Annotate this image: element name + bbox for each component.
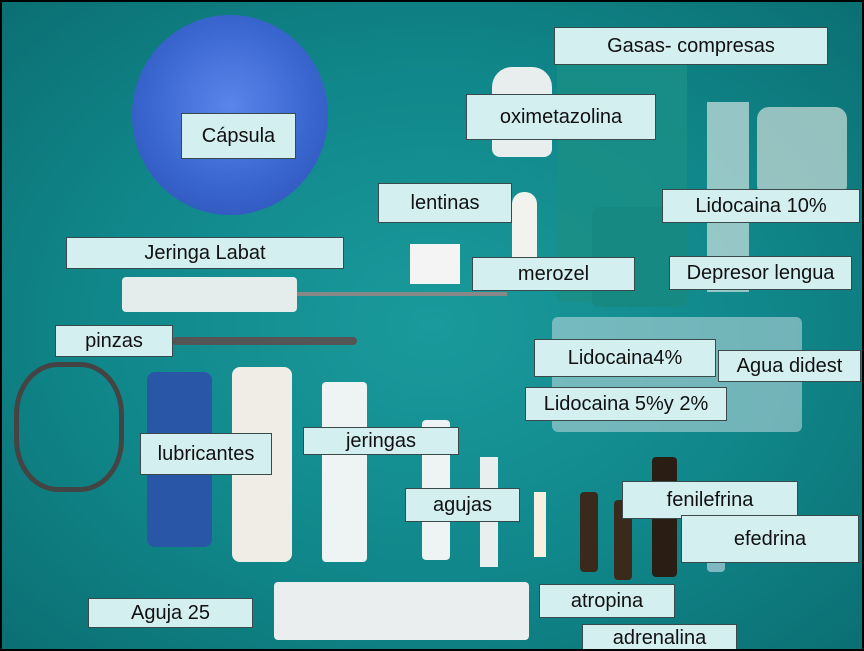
- scissors-image: [14, 362, 124, 492]
- label-lidocaina-5-2: Lidocaina 5%y 2%: [525, 387, 727, 421]
- needle-25-package-image: [274, 582, 529, 640]
- label-adrenalina: adrenalina: [582, 624, 737, 649]
- label-agujas: agujas: [405, 488, 520, 522]
- forceps-image: [172, 337, 357, 345]
- label-agua-didest: Agua didest: [718, 350, 861, 382]
- label-lentinas: lentinas: [378, 183, 512, 223]
- label-jeringa-labat: Jeringa Labat: [66, 237, 344, 269]
- label-aguja-25: Aguja 25: [88, 598, 253, 628]
- syringe-labat-image: [122, 277, 297, 312]
- spray-bottle-image: [757, 107, 847, 197]
- label-fenilefrina: fenilefrina: [622, 481, 798, 519]
- label-pinzas: pinzas: [55, 325, 173, 357]
- label-jeringas: jeringas: [303, 427, 459, 455]
- syringe-image: [322, 382, 367, 562]
- label-atropina: atropina: [539, 584, 675, 618]
- label-lidocaina-10: Lidocaina 10%: [662, 189, 860, 223]
- needle-labat-image: [297, 292, 507, 296]
- needle-image: [534, 492, 546, 557]
- label-oximetazolina: oximetazolina: [466, 94, 656, 140]
- label-capsula: Cápsula: [181, 113, 296, 159]
- label-lidocaina-4: Lidocaina4%: [534, 339, 716, 377]
- label-gasas-compresas: Gasas- compresas: [554, 27, 828, 65]
- ampoule-image: [614, 500, 632, 580]
- ampoule-image: [580, 492, 598, 572]
- label-merozel: merozel: [472, 257, 635, 291]
- label-lubricantes: lubricantes: [140, 433, 272, 475]
- lentinas-image: [410, 244, 460, 284]
- label-efedrina: efedrina: [681, 515, 859, 563]
- label-depresor-lengua: Depresor lengua: [669, 256, 852, 290]
